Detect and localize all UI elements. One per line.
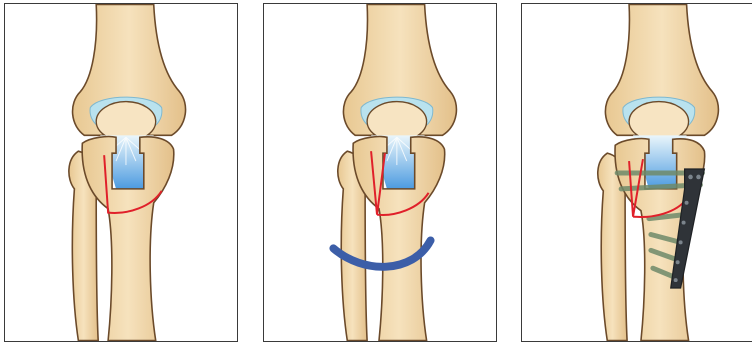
- knee-illustration: [5, 4, 237, 341]
- knee-illustration: [522, 4, 752, 341]
- panel-knee-wedge-correction: [263, 3, 497, 342]
- knee-illustration: [264, 4, 496, 341]
- panel-knee-preop: [4, 3, 238, 342]
- panel-knee-plate-fixation: [521, 3, 752, 342]
